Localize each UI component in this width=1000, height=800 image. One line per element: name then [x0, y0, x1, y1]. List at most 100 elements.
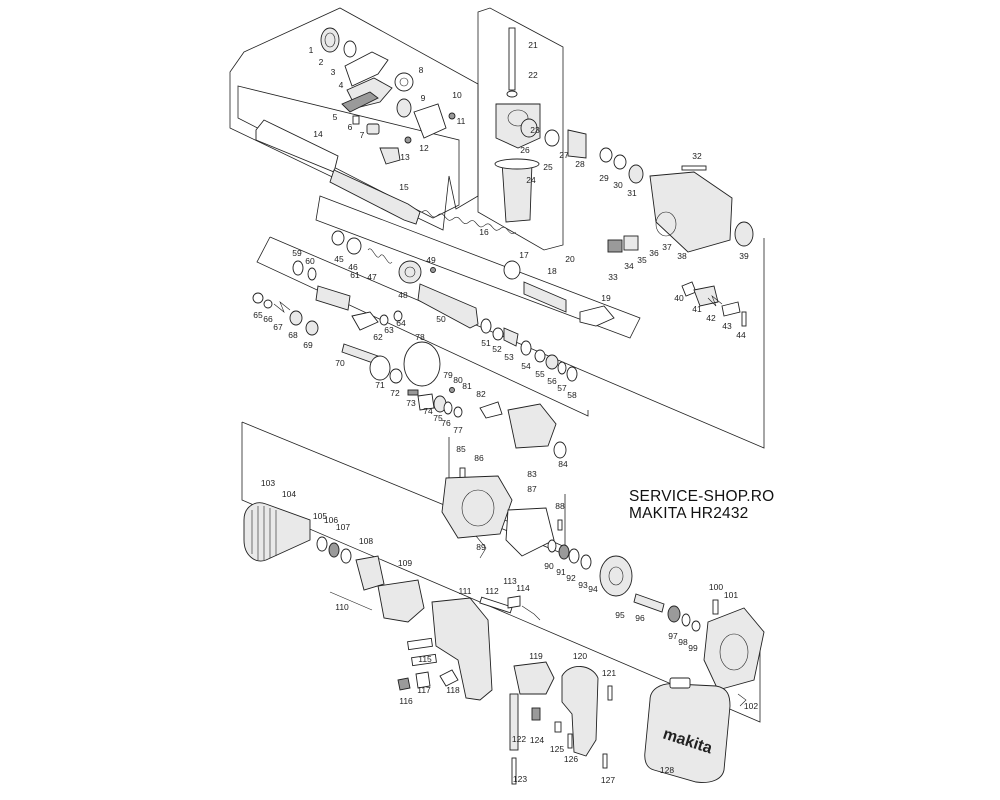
part-44-screw: [741, 311, 747, 327]
part-label-16: 16: [479, 227, 489, 237]
part-label-49: 49: [426, 255, 436, 265]
part-26-ring: [520, 118, 538, 138]
part-28-sleeve: [567, 129, 587, 159]
part-label-78: 78: [415, 332, 425, 342]
part-29-ring: [599, 147, 613, 163]
part-57-ring: [557, 361, 567, 375]
part-38-housing: [649, 171, 733, 253]
part-label-72: 72: [390, 388, 400, 398]
part-21-rod: [508, 27, 516, 91]
part-100-screw: [712, 599, 719, 615]
part-label-94: 94: [588, 584, 598, 594]
part-label-63: 63: [384, 325, 394, 335]
part-label-25: 25: [543, 162, 553, 172]
part-7-bolt: [366, 123, 380, 135]
part-12-ball: [404, 136, 412, 144]
part-label-18: 18: [547, 266, 557, 276]
part-label-81: 81: [462, 381, 472, 391]
part-53-gear: [503, 327, 519, 347]
part-59-ring: [292, 260, 304, 276]
part-101-bearing-box: [703, 607, 765, 691]
part-label-3: 3: [331, 67, 336, 77]
part-label-30: 30: [613, 180, 623, 190]
part-label-74: 74: [423, 406, 433, 416]
part-60-ring: [307, 267, 317, 281]
part-label-116: 116: [399, 696, 413, 706]
part-label-92: 92: [566, 573, 576, 583]
part-109-stator: [377, 579, 425, 623]
part-107-ring: [340, 548, 352, 564]
part-label-41: 41: [692, 304, 702, 314]
part-69-gear: [305, 320, 319, 336]
parts-spindle: [331, 210, 615, 382]
model-caption: MAKITA HR2432: [629, 505, 749, 522]
part-102-clip: [737, 693, 747, 707]
part-label-9: 9: [421, 93, 426, 103]
part-41-latch: [693, 285, 719, 307]
part-96-shaft: [633, 593, 665, 613]
part-67-spring: [273, 301, 291, 313]
part-82-lever: [479, 401, 503, 419]
part-99-ring: [691, 620, 701, 632]
part-label-103: 103: [261, 478, 275, 488]
part-17-ring: [503, 260, 521, 280]
part-label-90: 90: [544, 561, 554, 571]
part-label-102: 102: [744, 701, 758, 711]
part-label-57: 57: [557, 383, 567, 393]
part-9-ring: [396, 98, 412, 118]
part-71-crank: [369, 355, 391, 381]
part-79-ball: [449, 387, 455, 393]
part-label-7: 7: [360, 130, 365, 140]
part-label-84: 84: [558, 459, 568, 469]
frame-side-handle: [477, 7, 564, 251]
part-39-ring: [734, 221, 754, 247]
part-label-6: 6: [348, 122, 353, 132]
part-label-118: 118: [446, 685, 460, 695]
shop-caption: SERVICE-SHOP.RO: [629, 488, 775, 505]
part-64-ring: [393, 310, 403, 322]
part-83-gearbox: [507, 403, 557, 449]
part-label-48: 48: [398, 290, 408, 300]
part-label-115: 115: [418, 654, 432, 664]
part-label-52: 52: [492, 344, 502, 354]
part-label-71: 71: [375, 380, 385, 390]
part-31-sleeve: [628, 164, 644, 184]
part-122-tube: [509, 693, 519, 751]
part-90-ring: [547, 539, 557, 553]
part-label-4: 4: [339, 80, 344, 90]
part-label-112: 112: [485, 586, 499, 596]
part-13-lever: [379, 147, 401, 165]
part-label-15: 15: [399, 182, 409, 192]
part-47-spring: [367, 248, 393, 264]
part-label-101: 101: [724, 590, 738, 600]
part-40-pin: [681, 281, 697, 297]
part-77-ring: [453, 406, 463, 418]
parts-tool-holder: [255, 27, 456, 225]
part-106-bearing: [328, 542, 340, 558]
part-5-plate: [341, 91, 379, 113]
part-label-73: 73: [406, 398, 416, 408]
part-label-14: 14: [313, 129, 323, 139]
part-label-61: 61: [350, 270, 360, 280]
part-label-10: 10: [452, 90, 462, 100]
part-label-105: 105: [313, 511, 327, 521]
part-label-126: 126: [564, 754, 578, 764]
part-25-flange: [494, 158, 540, 170]
part-label-68: 68: [288, 330, 298, 340]
part-label-36: 36: [649, 248, 659, 258]
part-46-ring: [346, 237, 362, 255]
part-label-95: 95: [615, 610, 625, 620]
part-19-cap: [579, 305, 615, 327]
part-119-switch: [513, 661, 555, 695]
part-108-baffle: [355, 555, 385, 591]
part-label-117: 117: [417, 685, 431, 695]
part-124-clip: [531, 707, 541, 721]
part-2-ring: [343, 40, 357, 58]
frame-tool-holder: [229, 7, 479, 231]
part-121-screw: [607, 685, 613, 701]
part-label-26: 26: [520, 145, 530, 155]
part-label-1: 1: [309, 45, 314, 55]
part-label-111: 111: [459, 586, 472, 596]
part-89-wire: [475, 535, 487, 559]
part-3-holder: [344, 51, 389, 87]
